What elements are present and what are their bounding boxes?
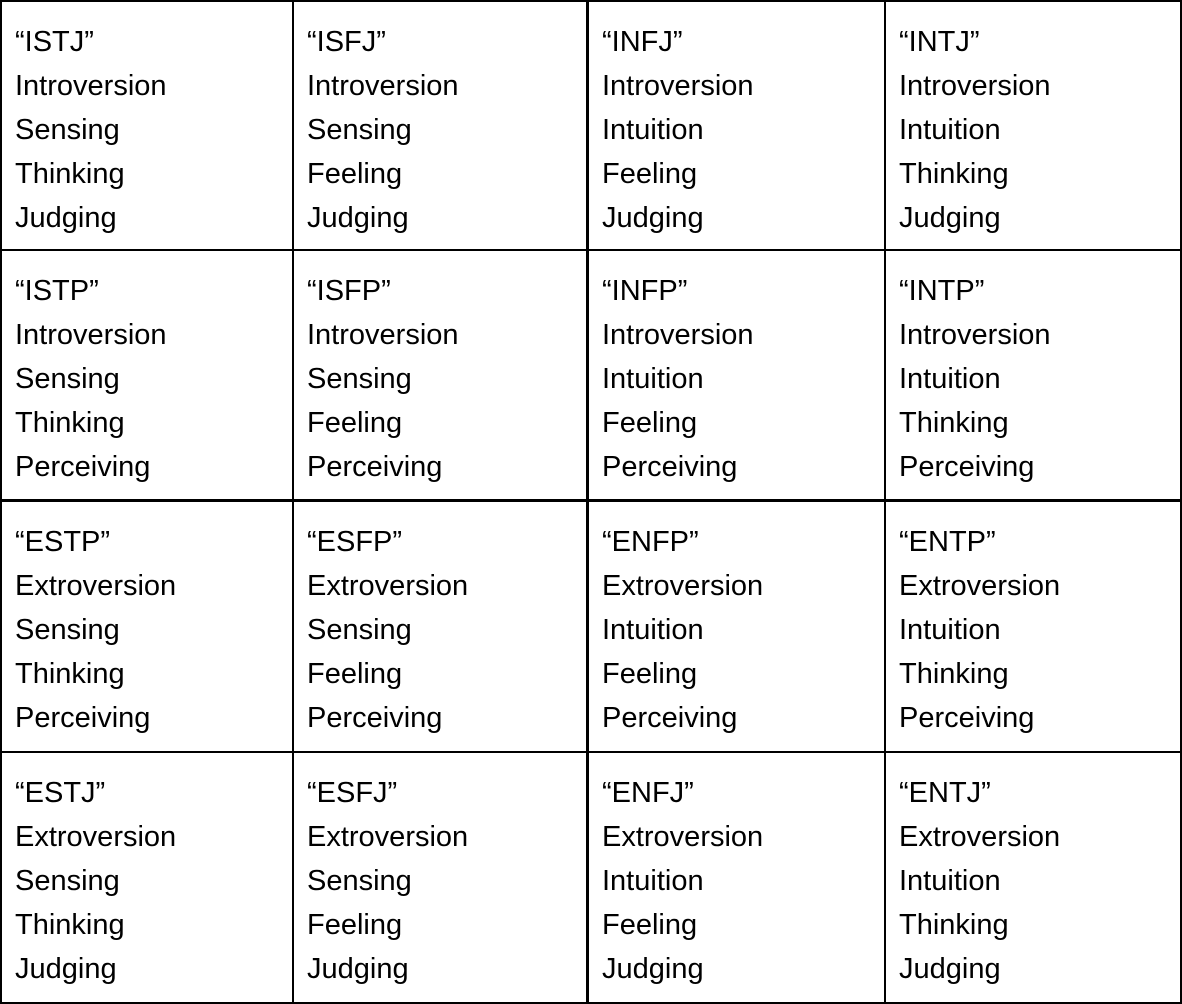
trait-label: Feeling [307,407,403,439]
trait-label: Sensing [15,614,120,646]
type-code: “INTP” [899,275,985,307]
trait-label: Introversion [15,70,167,102]
trait-label: Extroversion [307,821,469,853]
trait-label: Sensing [15,114,120,146]
trait-label: Intuition [899,865,1001,897]
trait-label: Judging [602,953,704,985]
trait-label: Judging [15,202,117,234]
trait-label: Intuition [602,363,704,395]
trait-label: Extroversion [307,570,469,602]
trait-label: Feeling [602,909,698,941]
trait-label: Extroversion [15,570,177,602]
trait-label: Judging [15,953,117,985]
trait-label: Sensing [307,114,412,146]
trait-label: Feeling [602,658,698,690]
trait-label: Perceiving [15,702,151,734]
trait-label: Introversion [899,70,1051,102]
type-code: “ENTJ” [899,777,991,809]
trait-label: Judging [307,202,409,234]
trait-label: Intuition [602,865,704,897]
trait-label: Judging [899,953,1001,985]
type-code: “ESFJ” [307,777,398,809]
trait-label: Intuition [899,114,1001,146]
trait-label: Intuition [899,614,1001,646]
trait-label: Perceiving [15,451,151,483]
trait-label: Feeling [307,658,403,690]
trait-label: Perceiving [899,451,1035,483]
trait-label: Judging [899,202,1001,234]
trait-label: Perceiving [602,451,738,483]
trait-label: Sensing [307,865,412,897]
trait-label: Thinking [899,658,1009,690]
trait-label: Thinking [899,158,1009,190]
trait-label: Extroversion [15,821,177,853]
type-code: “ISTJ” [15,26,94,58]
trait-label: Thinking [15,909,125,941]
type-code: “ENFP” [602,526,699,558]
trait-label: Thinking [15,158,125,190]
trait-label: Sensing [15,363,120,395]
trait-label: Feeling [307,909,403,941]
trait-label: Extroversion [899,570,1061,602]
trait-label: Extroversion [602,570,764,602]
type-code: “INTJ” [899,26,980,58]
type-code: “ENTP” [899,526,996,558]
trait-label: Thinking [899,909,1009,941]
trait-label: Feeling [602,407,698,439]
type-code: “ENFJ” [602,777,694,809]
type-code: “ISFJ” [307,26,386,58]
trait-label: Sensing [307,614,412,646]
trait-label: Intuition [602,114,704,146]
trait-label: Feeling [602,158,698,190]
type-code: “ESTP” [15,526,111,558]
trait-label: Thinking [15,407,125,439]
trait-label: Judging [307,953,409,985]
trait-label: Thinking [15,658,125,690]
trait-label: Sensing [307,363,412,395]
trait-label: Perceiving [307,451,443,483]
trait-label: Extroversion [602,821,764,853]
trait-label: Introversion [899,319,1051,351]
trait-label: Perceiving [307,702,443,734]
trait-label: Judging [602,202,704,234]
trait-label: Introversion [15,319,167,351]
trait-label: Perceiving [899,702,1035,734]
type-code: “ESFP” [307,526,403,558]
trait-label: Thinking [899,407,1009,439]
trait-label: Introversion [602,70,754,102]
trait-label: Extroversion [899,821,1061,853]
trait-label: Introversion [307,319,459,351]
trait-label: Sensing [15,865,120,897]
type-code: “ISTP” [15,275,99,307]
type-code: “INFJ” [602,26,683,58]
type-code: “ESTJ” [15,777,106,809]
trait-label: Introversion [602,319,754,351]
trait-label: Introversion [307,70,459,102]
trait-label: Feeling [307,158,403,190]
trait-label: Perceiving [602,702,738,734]
trait-label: Intuition [602,614,704,646]
type-code: “INFP” [602,275,688,307]
trait-label: Intuition [899,363,1001,395]
type-code: “ISFP” [307,275,391,307]
